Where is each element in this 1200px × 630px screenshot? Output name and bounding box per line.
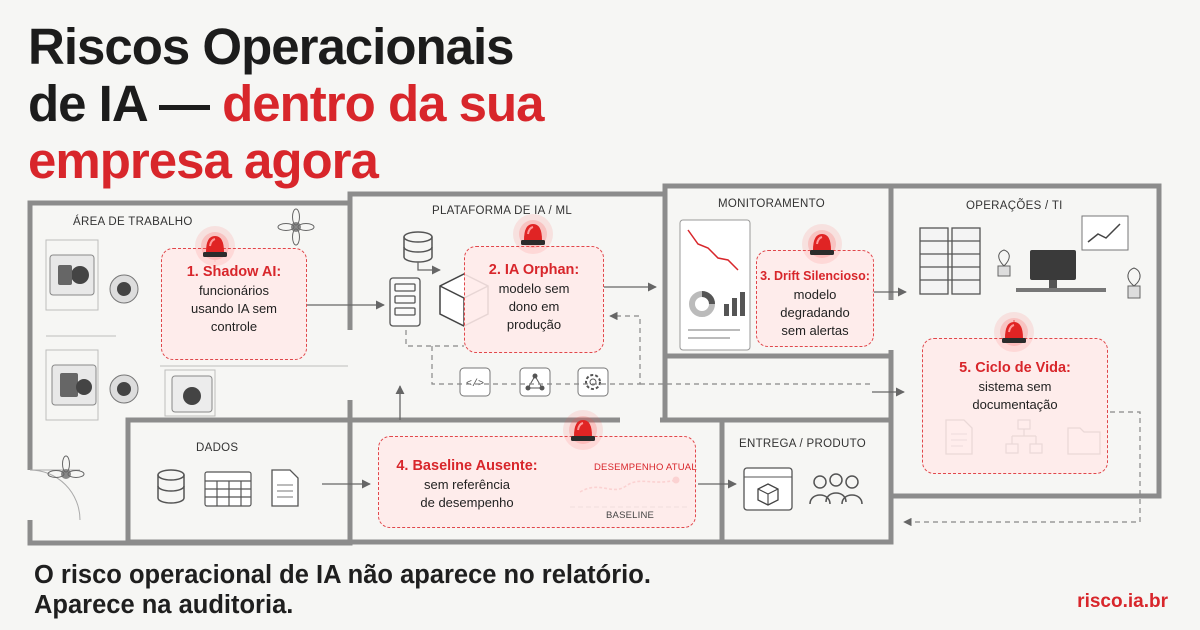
flow-connectors [306,282,907,489]
line-chart-icon [1081,215,1129,251]
server-icon [389,277,421,327]
donut-chart-icon [689,291,715,317]
network-icon [519,367,551,397]
risk-box-ciclo-de-vida: 5. Ciclo de Vida: sistema sem documentaç… [922,338,1108,474]
title-line-1: Riscos Operacionais [28,18,515,75]
risk-title: 5. Ciclo de Vida: [959,360,1071,376]
tagline-line-1: O risco operacional de IA não aparece no… [34,561,651,589]
doorways [26,300,895,520]
desk-person-icon [49,254,95,296]
risk-desc-line: modelo sem [498,281,570,296]
zone-label-delivery: ENTREGA / PRODUTO [739,438,866,450]
risk-desc-line: sem referência [424,477,510,492]
desk-person-icon [171,375,213,413]
zone-label-platform: PLATAFORMA DE IA / ML [432,205,573,217]
zone-label-data: DADOS [196,442,239,454]
title-line-2-red: dentro da sua [222,75,544,132]
monitor-icon [1016,250,1106,292]
plant-icon [47,455,85,479]
server-rack-icon [919,227,981,295]
risk-desc-line: produção [506,317,562,332]
risk-box-drift-silencioso: 3. Drift Silencioso: modelo degradando s… [756,250,874,347]
title-line-3: empresa agora [28,132,379,189]
risk-title: 2. IA Orphan: [488,262,580,278]
code-icon: </> [459,367,491,397]
risk-desc-line: sem alertas [781,323,849,338]
dashed-connectors [405,311,1141,527]
door-swing [29,469,81,521]
zone-label-workspace: ÁREA DE TRABALHO [73,216,193,228]
risk-title: 4. Baseline Ausente: [396,458,538,474]
risk-desc-line: documentação [972,397,1058,412]
risk-box-baseline-ausente: 4. Baseline Ausente: sem referência de d… [378,436,696,528]
risk-desc-line: dono em [508,299,560,314]
tagline: O risco operacional de IA não aparece no… [34,560,651,620]
alarm-siren-icon [194,225,236,267]
risk-desc-line: modelo [793,287,837,302]
baseline-label: BASELINE [606,510,655,521]
risk-desc-line: sistema sem [978,379,1052,394]
plant-icon [997,249,1011,277]
plant-icon [1127,267,1141,299]
risk-box-ia-orphan: 2. IA Orphan: modelo sem dono em produçã… [464,246,604,353]
desk-person-icon [109,374,139,404]
document-icon [271,469,299,507]
risk-desc-line: funcionários [198,283,270,298]
database-icon [403,231,433,263]
database-icon [157,469,185,504]
risk-desc-line: degradando [780,305,850,320]
gear-icon [577,367,609,397]
bar-chart-icon [724,292,745,316]
zone-label-operations: OPERAÇÕES / TI [966,200,1063,212]
tagline-line-2: Aparece na auditoria. [34,591,294,619]
line-chart-icon [679,219,751,351]
room-delivery [719,417,894,545]
report-lines [688,329,740,339]
risk-title: 1. Shadow AI: [186,264,282,280]
risk-desc-line: usando IA sem [191,301,277,316]
current-performance-label: DESEMPENHO ATUAL [594,462,697,473]
title-line-2-dark: de IA — [28,75,223,132]
site-url-link[interactable]: risco.ia.br [1077,591,1168,612]
plant-icon [277,208,315,246]
spreadsheet-icon [204,471,252,507]
risk-desc-line: controle [210,319,258,334]
page-title: Riscos Operacionais de IA — dentro da su… [28,18,545,189]
desk-person-icon [109,274,139,304]
desk-person-icon [51,364,97,406]
alarm-siren-icon [801,223,843,265]
risk-desc-line: de desempenho [420,495,514,510]
users-icon [809,473,863,505]
zone-label-monitoring: MONITORAMENTO [718,198,825,210]
browser-cube-icon [743,467,793,511]
alarm-siren-icon [512,213,554,255]
alarm-siren-icon [562,409,604,451]
risk-title: 3. Drift Silencioso: [760,269,870,283]
alarm-siren-icon [993,311,1035,353]
partitions [45,239,348,421]
